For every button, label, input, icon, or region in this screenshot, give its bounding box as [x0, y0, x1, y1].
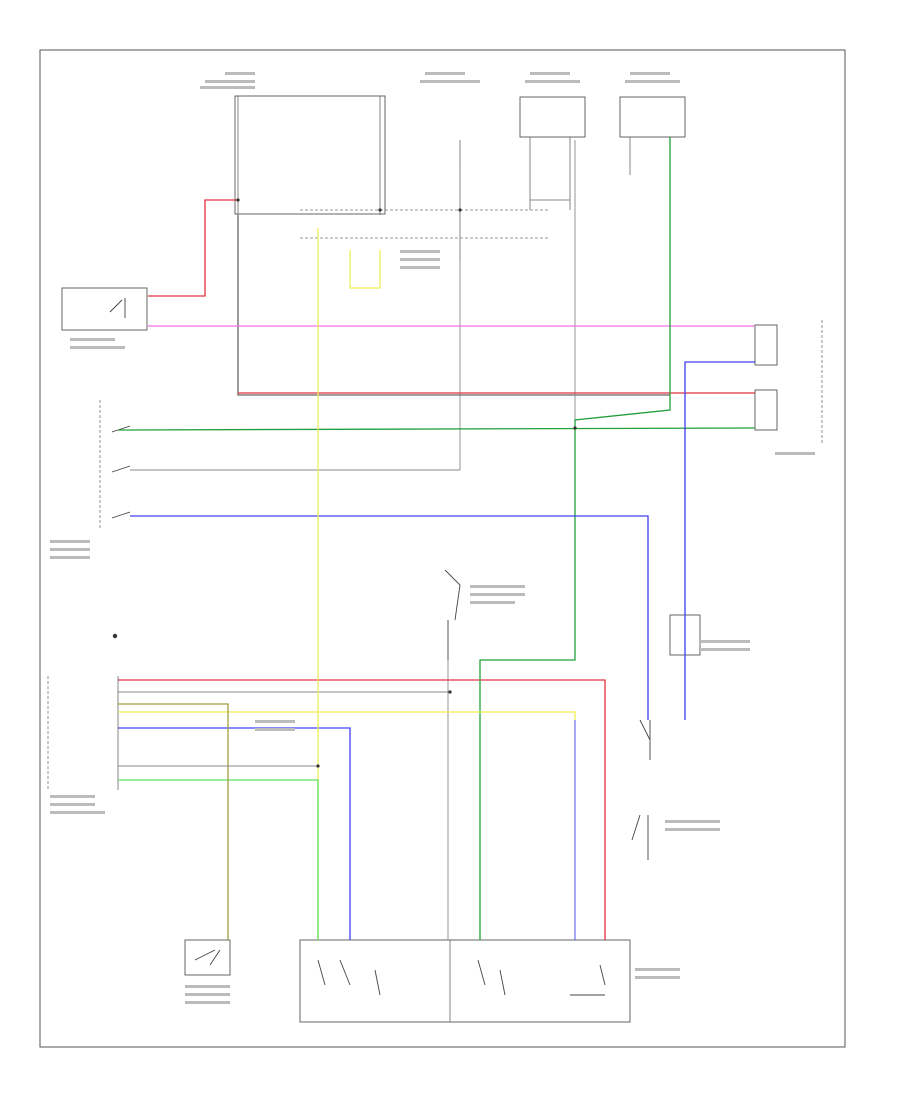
- wire-gray-right-top: [529, 199, 570, 210]
- wire-yellow-short: [349, 250, 381, 289]
- wire-green-main: [117, 427, 756, 431]
- wire-olive-tcm: [118, 703, 229, 940]
- wire-blue-right: [684, 361, 755, 720]
- solenoid-group-right: [754, 320, 823, 445]
- wire-blue-solenoid: [130, 515, 649, 720]
- wire-red-tcm: [118, 679, 606, 940]
- bottom-left-switch: [184, 939, 231, 976]
- right-switch-b: [631, 814, 649, 860]
- wire-gray-ground-left: [237, 215, 670, 396]
- wire-yellow-tcm: [118, 711, 576, 720]
- bottom-switch-panel: [299, 939, 631, 1023]
- label-marks: [50, 72, 815, 1004]
- center-switch: [444, 569, 461, 660]
- engine-control-switches: [99, 400, 131, 530]
- diagram-frame: [39, 49, 846, 1048]
- instrument-cluster-top: [619, 96, 686, 138]
- right-switch-a: [639, 719, 651, 760]
- wire-green-right: [479, 137, 671, 940]
- wire-red-top: [148, 199, 238, 297]
- wire-blue-tcm: [118, 727, 351, 940]
- left-switch-component: [61, 287, 148, 331]
- fuse-relay-box-top: [234, 95, 386, 215]
- transmission-control-module-connector: [47, 676, 119, 790]
- wire-lightgreen-tcm: [118, 779, 319, 940]
- engine-control-module-top: [519, 96, 586, 138]
- splice-points: [112, 198, 577, 768]
